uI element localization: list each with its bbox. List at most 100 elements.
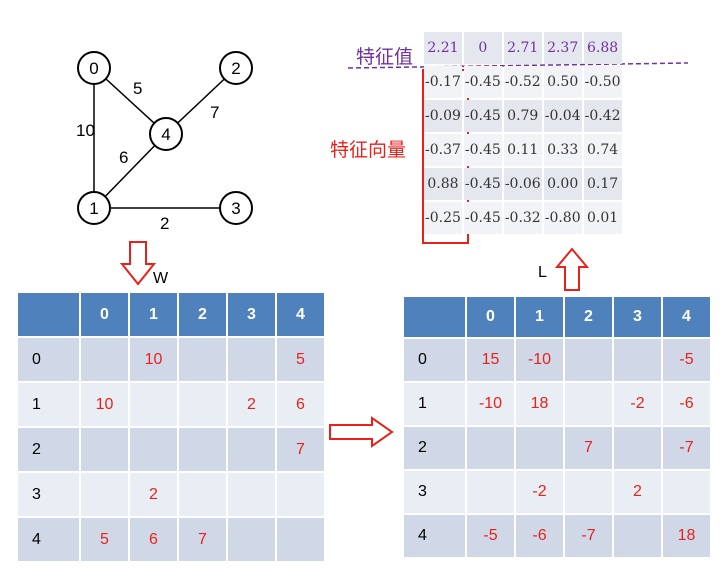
column-header: 2 (179, 293, 226, 336)
down-arrow-icon (119, 241, 157, 286)
matrix-cell (228, 338, 275, 381)
matrix-cell (179, 338, 226, 381)
eigenvector-cell: 0.17 (583, 168, 622, 200)
matrix-cell: 18 (516, 383, 563, 425)
eigenvector-cell: -0.17 (424, 66, 462, 98)
eigenvector-cell: 0.01 (583, 202, 622, 234)
matrix-cell (228, 473, 275, 516)
eigenvector-cell: -0.25 (424, 202, 462, 234)
matrix-cell: -2 (614, 383, 661, 425)
eigenvalue-cell: 2.37 (543, 32, 582, 64)
eigenvalue-cell: 2.21 (424, 32, 462, 64)
graph-node-0: 0 (77, 51, 111, 85)
eigenvector-cell: -0.32 (503, 202, 542, 234)
matrix-cell (565, 383, 612, 425)
w-matrix-label: W (153, 270, 169, 287)
graph-node-4: 4 (149, 117, 183, 151)
table-row: 1 10 2 6 (18, 383, 324, 426)
svg-text:3: 3 (231, 199, 240, 218)
matrix-cell (81, 338, 128, 381)
table-row: 1 -10 18 -2 -6 (404, 383, 710, 425)
matrix-cell (81, 428, 128, 471)
column-header: 0 (467, 297, 514, 337)
table-header-row: 0 1 2 3 4 (18, 293, 324, 336)
matrix-cell (130, 383, 177, 426)
matrix-cell: 7 (277, 428, 324, 471)
graph-node-1: 1 (77, 191, 111, 225)
eigenvector-cell: 0.79 (503, 100, 542, 132)
edge-weight-1-3: 2 (160, 214, 169, 233)
column-header: 4 (663, 297, 710, 337)
matrix-cell (614, 339, 661, 381)
eigenvector-label: 特征向量 (330, 140, 407, 161)
matrix-cell: -7 (565, 515, 612, 557)
matrix-cell: -5 (663, 339, 710, 381)
matrix-cell: 18 (663, 515, 710, 557)
eigenvector-cell: -0.42 (583, 100, 622, 132)
eigenvector-row: -0.25 -0.45 -0.32 -0.80 0.01 (424, 202, 622, 234)
matrix-cell: -5 (467, 515, 514, 557)
eigenvector-cell: 0.88 (424, 168, 462, 200)
row-header: 1 (404, 383, 465, 425)
matrix-cell (277, 518, 324, 561)
eigenvector-cell: -0.45 (463, 134, 502, 166)
matrix-cell: 7 (179, 518, 226, 561)
matrix-cell (516, 427, 563, 469)
matrix-cell: 2 (614, 471, 661, 513)
graph-node-3: 3 (219, 191, 253, 225)
matrix-cell: 5 (81, 518, 128, 561)
table-row: 0 10 5 (18, 338, 324, 381)
eigenvector-cell: -0.09 (424, 100, 462, 132)
matrix-cell (467, 471, 514, 513)
edge-weight-0-1: 10 (76, 121, 95, 140)
matrix-cell (179, 383, 226, 426)
eigenvalue-cell: 0 (463, 32, 502, 64)
column-header: 1 (516, 297, 563, 337)
column-header: 4 (277, 293, 324, 336)
eigenvector-cell: 0.74 (583, 134, 622, 166)
matrix-cell (130, 428, 177, 471)
edge-weight-2-4: 7 (210, 103, 219, 122)
right-arrow-icon (329, 416, 394, 448)
table-row: 3 2 (18, 473, 324, 516)
matrix-cell: -7 (663, 427, 710, 469)
eigenvector-cell: 0.50 (543, 66, 582, 98)
eigenvector-row: -0.17 -0.45 -0.52 0.50 -0.50 (424, 66, 622, 98)
matrix-cell (614, 427, 661, 469)
matrix-cell (663, 471, 710, 513)
matrix-cell: -6 (516, 515, 563, 557)
l-matrix-label: L (538, 264, 547, 281)
eigenvalue-row: 2.21 0 2.71 2.37 6.88 (424, 32, 622, 64)
eigenvector-cell: -0.80 (543, 202, 582, 234)
table-header-row: 0 1 2 3 4 (404, 297, 710, 337)
eigenvector-cell: -0.04 (543, 100, 582, 132)
eigenvector-cell: -0.37 (424, 134, 462, 166)
row-header: 2 (18, 428, 79, 471)
matrix-cell (228, 428, 275, 471)
matrix-cell (565, 471, 612, 513)
up-arrow-icon (554, 247, 590, 291)
table-row: 3 -2 2 (404, 471, 710, 513)
matrix-cell: 6 (130, 518, 177, 561)
matrix-cell: 15 (467, 339, 514, 381)
column-header: 3 (228, 293, 275, 336)
matrix-cell (179, 428, 226, 471)
matrix-cell (614, 515, 661, 557)
matrix-cell (277, 473, 324, 516)
column-header: 3 (614, 297, 661, 337)
column-header: 2 (565, 297, 612, 337)
table-row: 4 -5 -6 -7 18 (404, 515, 710, 557)
eigenvector-cell: -0.06 (503, 168, 542, 200)
row-header: 2 (404, 427, 465, 469)
matrix-cell: -6 (663, 383, 710, 425)
l-matrix-table: 0 1 2 3 4 0 15 -10 -5 1 -10 18 -2 -6 2 (402, 295, 712, 559)
eigenvector-row: -0.37 -0.45 0.11 0.33 0.74 (424, 134, 622, 166)
matrix-cell (467, 427, 514, 469)
eigenvector-row: -0.09 -0.45 0.79 -0.04 -0.42 (424, 100, 622, 132)
matrix-cell (565, 339, 612, 381)
row-header: 3 (404, 471, 465, 513)
row-header: 1 (18, 383, 79, 426)
corner-header (18, 293, 79, 336)
eigenvalue-label: 特征值 (356, 47, 414, 68)
eigenvector-row: 0.88 -0.45 -0.06 0.00 0.17 (424, 168, 622, 200)
